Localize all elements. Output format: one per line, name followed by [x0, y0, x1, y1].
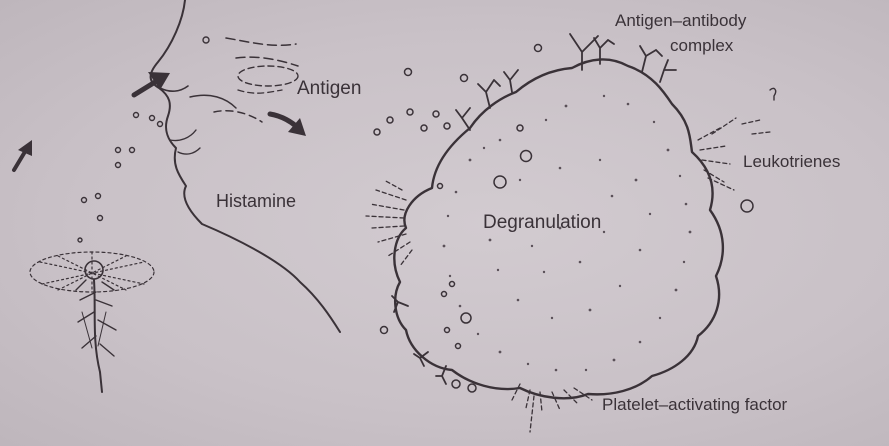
lip-line	[178, 148, 200, 154]
platelet-activating-factor-label: Platelet–activating factor	[602, 396, 787, 413]
antigen-label: Antigen	[297, 79, 361, 98]
face-profile	[151, 0, 340, 332]
cell-granules	[443, 95, 692, 372]
airflow-dash	[226, 38, 296, 45]
antibody-receptors	[392, 34, 676, 384]
nostril-line	[160, 86, 188, 91]
antigen-antibody-complex-label: Antigen–antibody	[615, 12, 746, 29]
airflow-dash	[214, 111, 262, 122]
leukotrienes-label: Leukotrienes	[743, 153, 840, 170]
antigen-antibody-complex-label-line2: complex	[670, 37, 733, 54]
lip-line	[170, 130, 196, 141]
pollen-grains	[78, 37, 209, 242]
airflow-dash	[190, 95, 236, 108]
airflow-dash	[236, 57, 298, 66]
pollen-seedhead-rays	[40, 252, 144, 292]
left-arrow	[14, 150, 26, 170]
airflow-dash	[238, 90, 282, 93]
leukotriene-mark	[770, 88, 776, 100]
airflow-loop	[238, 66, 298, 86]
paf-release	[512, 384, 592, 432]
histamine-label: Histamine	[216, 192, 296, 210]
pollen-center	[85, 261, 103, 279]
degranulation-label: Degranulation	[483, 213, 601, 232]
